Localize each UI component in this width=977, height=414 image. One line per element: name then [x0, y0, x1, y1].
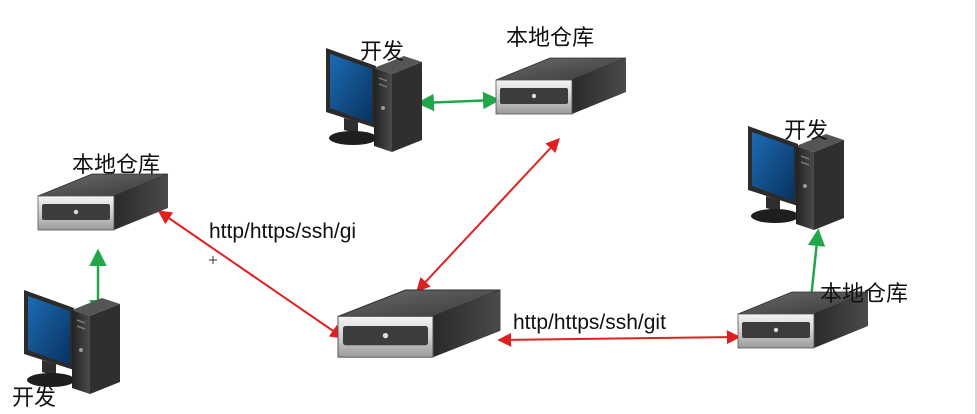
- repo-right-label: 本地仓库: [820, 282, 909, 307]
- local-repo-top-icon: [495, 57, 627, 115]
- local-repo-left-icon: [37, 173, 169, 231]
- dev-bottom-left-label: 开发: [12, 386, 57, 411]
- link-server-to-right-repo: [497, 330, 741, 347]
- link-top-dev-to-repo: [416, 91, 501, 112]
- dev-top-label: 开发: [360, 40, 405, 65]
- remote-server-icon: [337, 289, 502, 358]
- protocol-label-right: http/https/ssh/git: [513, 311, 666, 334]
- protocol-label-left: http/https/ssh/gi: [209, 220, 357, 243]
- dev-right-label: 开发: [784, 119, 829, 144]
- cursor-crosshair-icon: [209, 256, 217, 264]
- dev-computer-left-icon: [23, 289, 121, 395]
- repo-left-label: 本地仓库: [72, 153, 161, 178]
- link-top-repo-to-server: [416, 137, 560, 293]
- link-left-repo-to-server: [157, 210, 345, 339]
- window-edge: [975, 0, 977, 414]
- repo-top-label: 本地仓库: [506, 26, 595, 51]
